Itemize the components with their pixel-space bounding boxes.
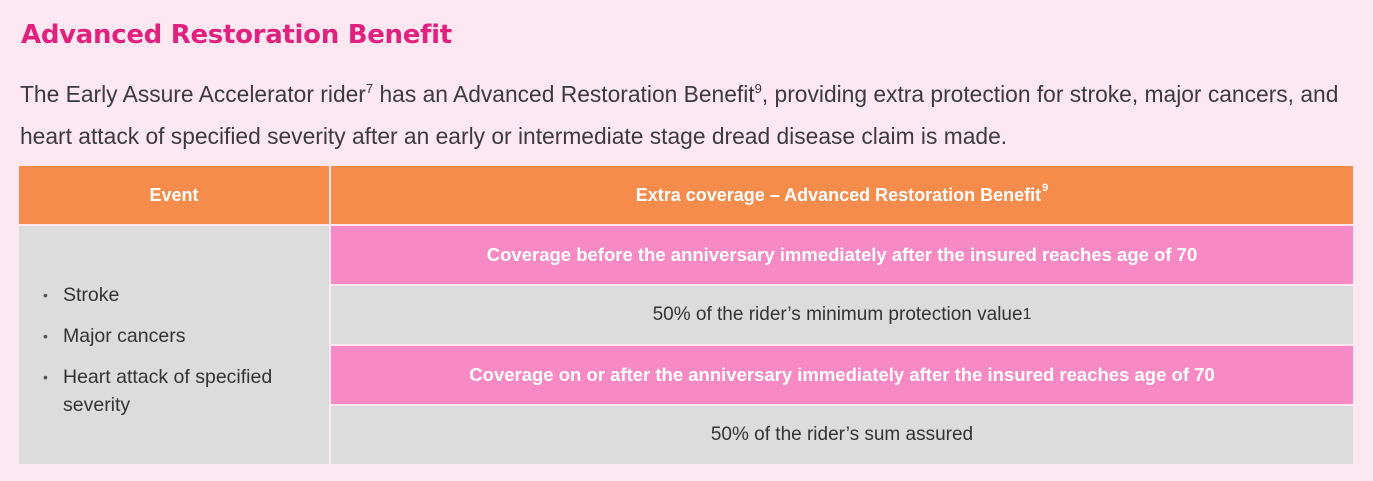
bullet-icon: • (43, 369, 48, 385)
event-item: • Heart attack of specified severity (43, 363, 323, 419)
event-label: Heart attack of specified severity (63, 366, 273, 416)
before-70-value: 50% of the rider’s minimum protection va… (331, 286, 1353, 344)
section-title: Advanced Restoration Benefit (21, 20, 452, 50)
intro-text-3: , providing extra protection for stroke,… (20, 81, 1339, 149)
event-list: • Stroke • Major cancers • Heart attack of … (43, 281, 323, 432)
header-footnote-ref: 9 (1042, 182, 1049, 194)
header-coverage: Extra coverage – Advanced Restoration Be… (331, 166, 1353, 224)
intro-text-1: The Early Assure Accelerator rider (20, 81, 366, 107)
after-70-value-text: 50% of the rider’s sum assured (710, 424, 974, 445)
event-item: • Major cancers (43, 322, 323, 350)
footnote-ref-9: 9 (754, 81, 762, 96)
intro-paragraph: The Early Assure Accelerator rider7 has … (20, 75, 1360, 156)
after-70-value: 50% of the rider’s sum assured (331, 406, 1353, 464)
after-70-label: Coverage on or after the anniversary imm… (331, 346, 1353, 404)
event-label: Major cancers (63, 325, 186, 347)
bullet-icon: • (43, 328, 48, 344)
footnote-ref-7: 7 (365, 81, 374, 96)
after-70-label-text: Coverage on or after the anniversary imm… (469, 364, 1215, 385)
events-cell: • Stroke • Major cancers • Heart attack of … (19, 226, 329, 464)
event-label: Stroke (63, 284, 120, 306)
before-70-label-text: Coverage before the anniversary immediat… (486, 244, 1198, 265)
before-70-value-text: 50% of the rider’s minimum protection va… (652, 304, 1023, 325)
header-coverage-label: Extra coverage – Advanced Restoration Be… (635, 184, 1042, 205)
before-70-label: Coverage before the anniversary immediat… (331, 226, 1353, 284)
value-footnote-ref: 1 (1022, 306, 1032, 323)
coverage-table: Event Extra coverage – Advanced Restorat… (19, 166, 1353, 464)
event-item: • Stroke (43, 281, 323, 309)
header-event-label: Event (149, 184, 199, 205)
bullet-icon: • (43, 287, 48, 303)
intro-text-2: has an Advanced Restoration Benefit (373, 81, 755, 107)
header-event: Event (19, 166, 329, 224)
